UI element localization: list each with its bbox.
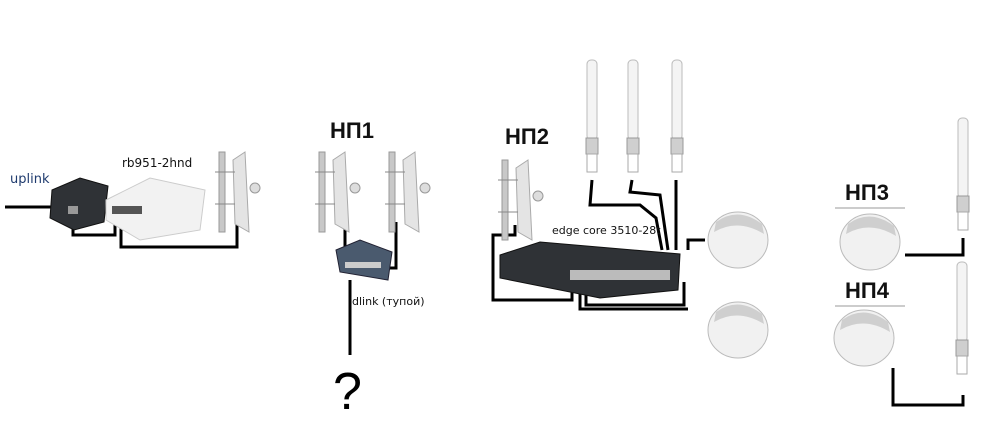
panel-antenna-np1-b bbox=[384, 151, 431, 233]
omni-antenna-np4 bbox=[955, 261, 969, 375]
site-np4-label: НП4 bbox=[845, 278, 889, 303]
omni-antenna-3 bbox=[670, 59, 684, 173]
panel-antenna-main bbox=[214, 151, 261, 233]
np1-panel2-dlink-wire bbox=[388, 222, 398, 270]
router-rb951 bbox=[105, 177, 206, 241]
panel-antenna-np1-a bbox=[314, 151, 361, 233]
omni1-switch-wire bbox=[588, 179, 664, 251]
core-switch-label: edge core 3510-28t bbox=[552, 224, 661, 237]
np2-panel-switch-wire bbox=[491, 225, 574, 302]
panel-antenna-np2 bbox=[497, 159, 544, 241]
media-converter bbox=[49, 177, 109, 231]
router-label: rb951-2hnd bbox=[122, 156, 193, 170]
site-np3-label: НП3 bbox=[845, 180, 889, 205]
dlink-label: dlink (тупой) bbox=[352, 295, 425, 308]
cpe-np2-a bbox=[707, 211, 769, 269]
np4-wire bbox=[891, 368, 965, 407]
omni-antenna-1 bbox=[585, 59, 599, 173]
switch-cpe1-wire bbox=[686, 238, 705, 250]
site-np2-label: НП2 bbox=[505, 124, 549, 149]
uplink-label: uplink bbox=[10, 172, 50, 187]
cpe-np4 bbox=[833, 309, 895, 367]
omni2-switch-wire bbox=[628, 179, 670, 251]
router-panel-wire bbox=[119, 212, 239, 249]
np3-wire bbox=[905, 238, 965, 257]
omni-antenna-np3 bbox=[956, 117, 970, 231]
cpe-np3 bbox=[839, 213, 901, 271]
core-switch-edgecore bbox=[499, 241, 681, 299]
cpe-np2-b bbox=[707, 301, 769, 359]
omni-antenna-2 bbox=[626, 59, 640, 173]
unknown-question-mark: ? bbox=[333, 363, 362, 421]
dlink-switch bbox=[335, 239, 393, 281]
site-np1-label: НП1 bbox=[330, 118, 374, 143]
